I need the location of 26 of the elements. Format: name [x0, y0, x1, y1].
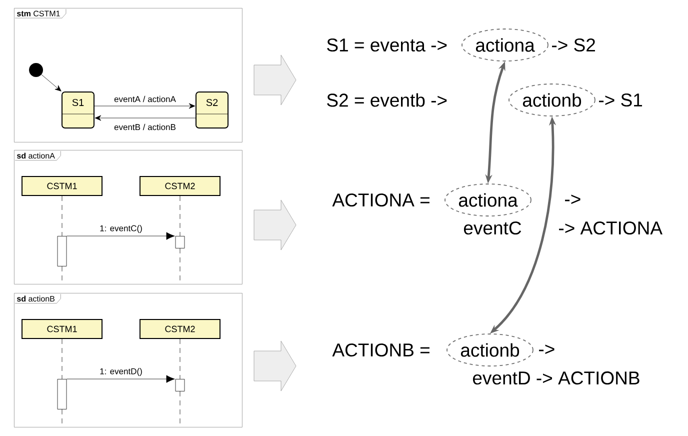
transition-arrow — [94, 103, 196, 109]
activation-bar — [57, 236, 67, 266]
activation-bar — [175, 379, 185, 392]
message-arrow — [66, 375, 175, 383]
equation-text: -> ACTIONA — [559, 221, 662, 235]
equation-text: ACTIONB = — [332, 343, 430, 357]
equation-text: eventD -> ACTIONB — [472, 371, 640, 385]
edge-label: eventB / actionB — [113, 122, 177, 132]
message-arrow — [66, 232, 175, 240]
equation-text: -> S2 — [552, 38, 595, 52]
equation-text: -> — [565, 194, 580, 204]
initial-state — [29, 63, 43, 77]
lifeline-box: CSTM1 — [22, 319, 102, 339]
activation-bar — [57, 379, 67, 410]
lifeline-box: CSTM2 — [140, 319, 220, 339]
edge-label: 1: eventC() — [98, 224, 144, 234]
edge-label: eventA / actionA — [113, 94, 177, 104]
state-box: S2 — [195, 92, 229, 128]
lifeline-box: CSTM1 — [22, 176, 102, 196]
edge-label: 1: eventD() — [98, 367, 144, 377]
activation-bar — [175, 236, 185, 248]
state-box: S1 — [61, 92, 95, 128]
transition-arrow — [94, 115, 196, 121]
equation-text: S2 = eventb -> — [327, 93, 447, 107]
lifeline-box: CSTM2 — [140, 176, 220, 196]
transition-arrow — [41, 74, 62, 92]
